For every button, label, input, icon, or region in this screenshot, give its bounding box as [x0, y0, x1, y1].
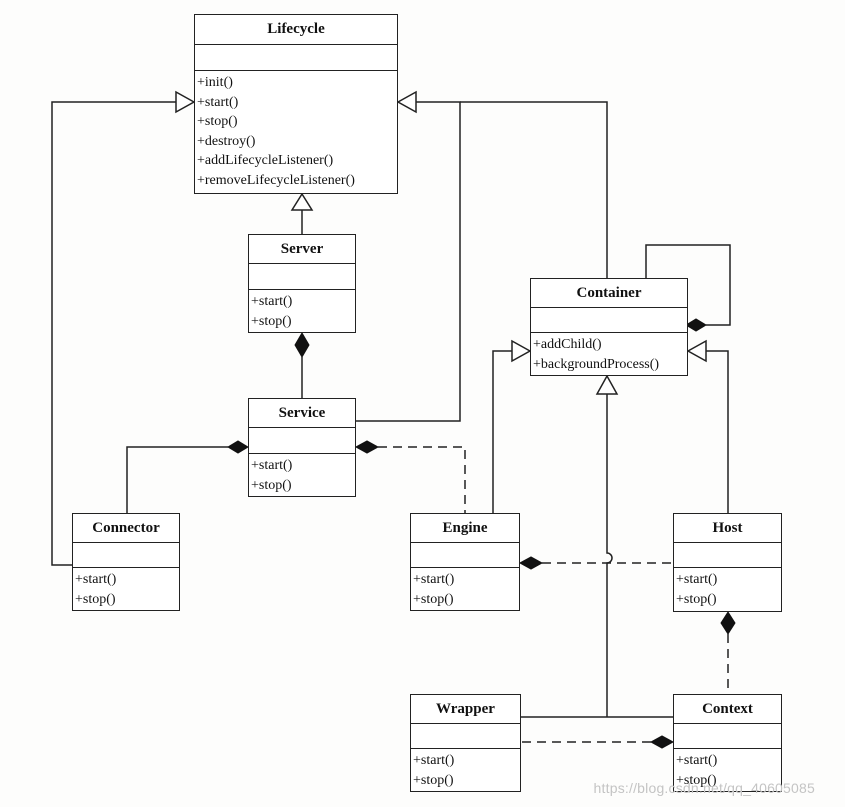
watermark-url: https://blog.csdn.net/qq_40605085	[593, 780, 815, 796]
context-class: Context +start() +stop()	[673, 694, 782, 792]
class-name: Connector	[73, 514, 179, 543]
class-attributes	[531, 308, 687, 333]
class-methods: +start() +stop()	[249, 290, 355, 331]
method-item: +stop()	[251, 313, 292, 329]
class-name: Server	[249, 235, 355, 264]
class-methods: +start() +stop()	[674, 749, 781, 790]
method-item: +start()	[251, 458, 293, 473]
server-class: Server +start() +stop()	[248, 234, 356, 333]
class-methods: +start() +stop()	[411, 568, 519, 609]
service-class: Service +start() +stop()	[248, 398, 356, 497]
method-item: +start()	[251, 294, 293, 309]
class-name: Context	[674, 695, 781, 724]
wrapper-class: Wrapper +start() +stop()	[410, 694, 521, 792]
class-name: Container	[531, 279, 687, 308]
service-lifecycle-inheritance-line	[356, 101, 461, 422]
method-item: +stop()	[676, 772, 717, 788]
service-connector-composition-diamond	[227, 440, 249, 454]
container-self-composition-line	[645, 244, 731, 326]
engine-container-inheritance-line	[492, 350, 512, 513]
method-item: +backgroundProcess()	[533, 356, 660, 372]
host-class: Host +start() +stop()	[673, 513, 782, 612]
container-lifecycle-inheritance-line	[460, 101, 608, 278]
class-methods: +start() +stop()	[249, 454, 355, 495]
class-name: Wrapper	[411, 695, 520, 724]
wrapper-context-container-inheritance-line	[521, 394, 673, 718]
class-attributes	[73, 543, 179, 568]
server-lifecycle-arrowhead	[290, 192, 314, 211]
method-item: +removeLifecycleListener()	[197, 172, 355, 188]
class-methods: +addChild() +backgroundProcess()	[531, 333, 687, 374]
host-context-composition-diamond	[720, 611, 736, 635]
engine-container-arrowhead	[511, 339, 532, 363]
class-methods: +init() +start() +stop() +destroy() +add…	[195, 71, 397, 190]
container-self-composition-diamond	[685, 318, 707, 332]
class-methods: +start() +stop()	[73, 568, 179, 609]
service-engine-composition-diamond	[354, 440, 380, 454]
class-attributes	[249, 264, 355, 290]
service-engine-dashed-composition-line	[378, 446, 466, 513]
service-connector-composition-line	[126, 446, 228, 513]
class-name: Service	[249, 399, 355, 428]
host-container-arrowhead	[686, 339, 707, 363]
service-container-lifecycle-arrowhead	[396, 90, 417, 114]
class-methods: +start() +stop()	[674, 568, 781, 609]
method-item: +destroy()	[197, 133, 256, 149]
class-attributes	[411, 543, 519, 568]
class-attributes	[411, 724, 520, 749]
method-item: +stop()	[251, 477, 292, 493]
engine-host-composition-diamond	[518, 556, 544, 570]
container-class: Container +addChild() +backgroundProcess…	[530, 278, 688, 376]
class-name: Lifecycle	[195, 15, 397, 45]
host-container-inheritance-line	[706, 350, 729, 513]
class-name: Engine	[411, 514, 519, 543]
method-item: +stop()	[676, 591, 717, 607]
engine-class: Engine +start() +stop()	[410, 513, 520, 611]
class-attributes	[674, 543, 781, 568]
method-item: +start()	[75, 572, 117, 587]
lifecycle-class: Lifecycle +init() +start() +stop() +dest…	[194, 14, 398, 194]
class-attributes	[674, 724, 781, 749]
method-item: +stop()	[413, 591, 454, 607]
method-item: +init()	[197, 75, 233, 90]
method-item: +start()	[197, 94, 239, 110]
wrapper-context-container-arrowhead	[595, 374, 619, 395]
context-wrapper-composition-diamond	[649, 735, 675, 749]
class-attributes	[195, 45, 397, 71]
server-composition-diamond	[294, 332, 310, 358]
class-methods: +start() +stop()	[411, 749, 520, 790]
connector-lifecycle-arrowhead	[175, 90, 196, 114]
method-item: +start()	[413, 572, 455, 587]
connector-lifecycle-inheritance-line	[51, 101, 176, 566]
method-item: +stop()	[75, 591, 116, 607]
class-name: Host	[674, 514, 781, 543]
method-item: +start()	[676, 572, 718, 587]
connector-class: Connector +start() +stop()	[72, 513, 180, 611]
method-item: +start()	[676, 753, 718, 768]
method-item: +start()	[413, 753, 455, 768]
method-item: +stop()	[413, 772, 454, 788]
method-item: +stop()	[197, 114, 238, 129]
class-attributes	[249, 428, 355, 454]
method-item: +addLifecycleListener()	[197, 153, 334, 168]
method-item: +addChild()	[533, 337, 602, 352]
